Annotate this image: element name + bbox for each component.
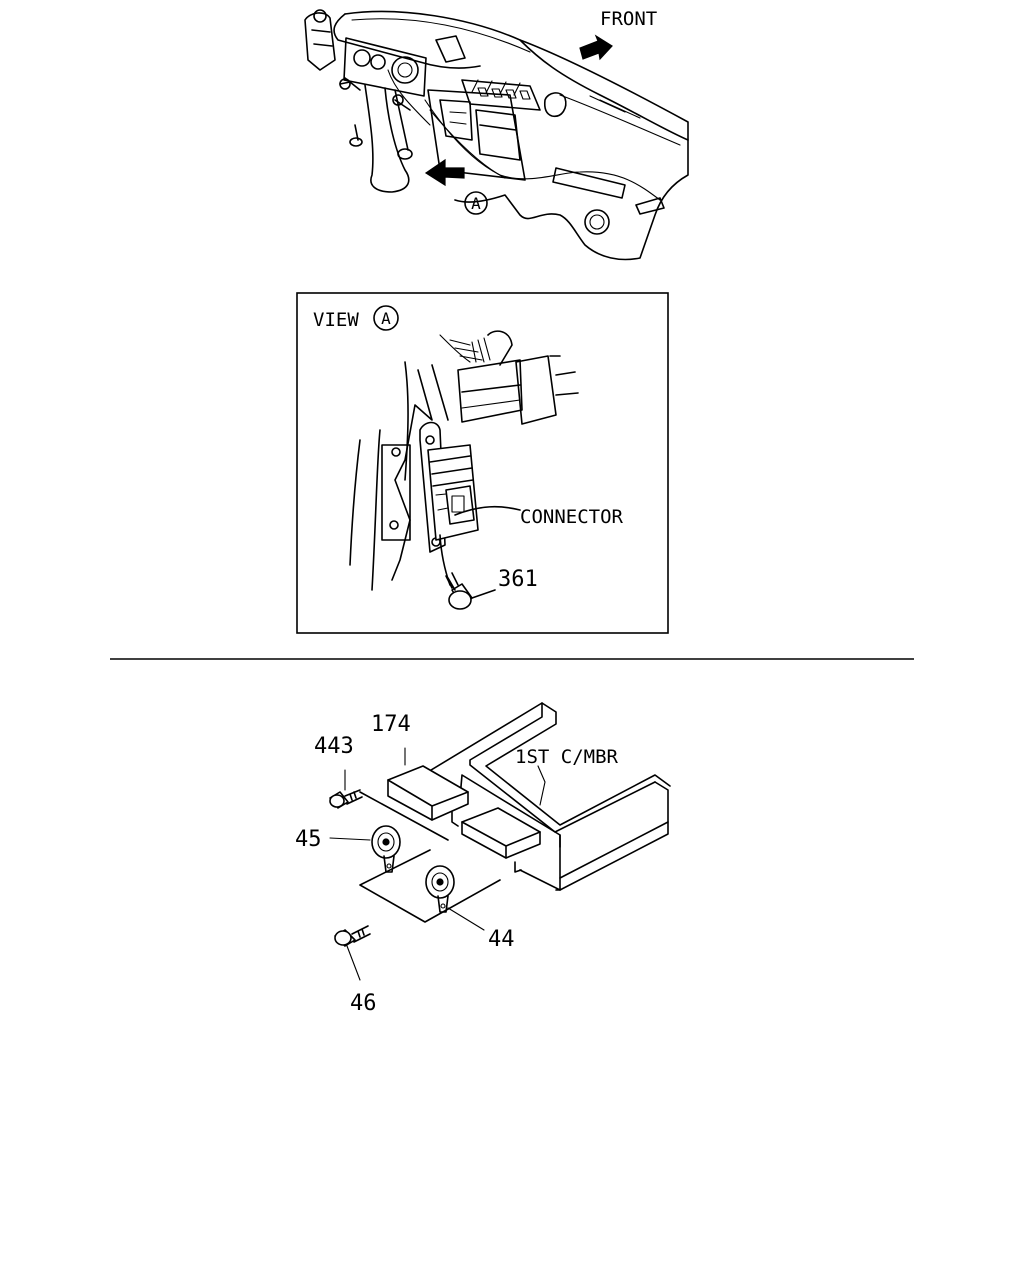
part-443-label: 443: [314, 734, 354, 759]
member-label: 1ST C/MBR: [515, 746, 619, 768]
front-label: FRONT: [600, 8, 657, 30]
svg-text:A: A: [471, 194, 481, 213]
front-arrow-icon: [579, 34, 613, 61]
part-46-label: 46: [350, 991, 377, 1016]
horn-mounting-illustration: [329, 702, 671, 981]
view-callout-box: A: [373, 305, 399, 331]
dashboard-illustration: [304, 9, 689, 261]
part-44-label: 44: [488, 927, 515, 952]
connector-label: CONNECTOR: [520, 506, 624, 528]
part-361-label: 361: [498, 567, 538, 592]
view-direction-arrow-icon: [424, 158, 465, 187]
svg-text:A: A: [381, 309, 391, 328]
view-a-frame: [296, 292, 669, 634]
part-45-label: 45: [295, 827, 322, 852]
connector-illustration: [349, 330, 579, 610]
part-174-label: 174: [371, 712, 411, 737]
view-title: VIEW: [313, 309, 359, 331]
view-callout-top: A: [464, 191, 488, 215]
